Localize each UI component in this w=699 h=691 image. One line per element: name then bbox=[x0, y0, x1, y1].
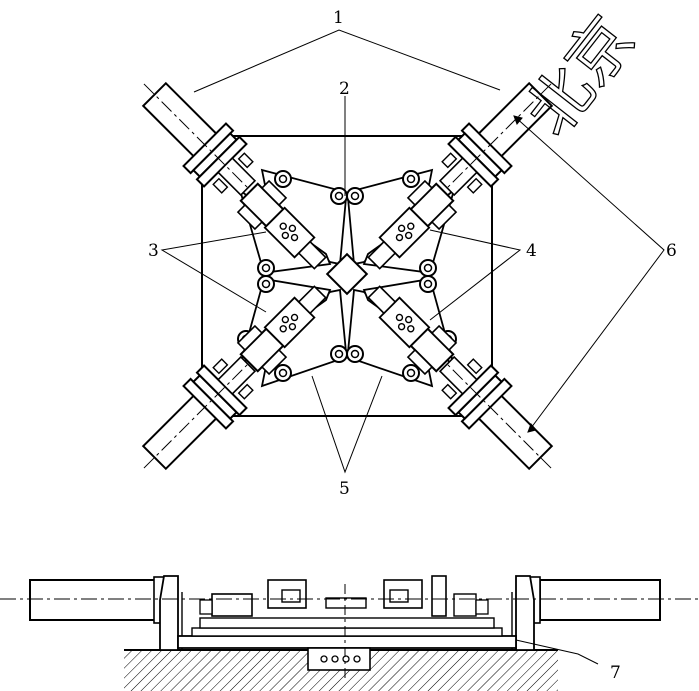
side-elevation-view bbox=[0, 575, 699, 691]
callout-label-1: 1 bbox=[333, 8, 344, 28]
callout-label-3: 3 bbox=[148, 241, 159, 261]
leader-lines bbox=[160, 29, 665, 474]
leader-line-7 bbox=[515, 639, 599, 665]
center-block bbox=[325, 252, 369, 296]
plan-view: 1 2 3 4 5 6 bbox=[121, 8, 677, 499]
watermark-stamp: 北京 bbox=[512, 3, 649, 149]
callout-label-2: 2 bbox=[339, 79, 350, 99]
callout-label-7: 7 bbox=[610, 663, 621, 683]
callout-label-4: 4 bbox=[526, 241, 537, 261]
callout-label-5: 5 bbox=[339, 479, 350, 499]
callout-label-6: 6 bbox=[666, 241, 677, 261]
